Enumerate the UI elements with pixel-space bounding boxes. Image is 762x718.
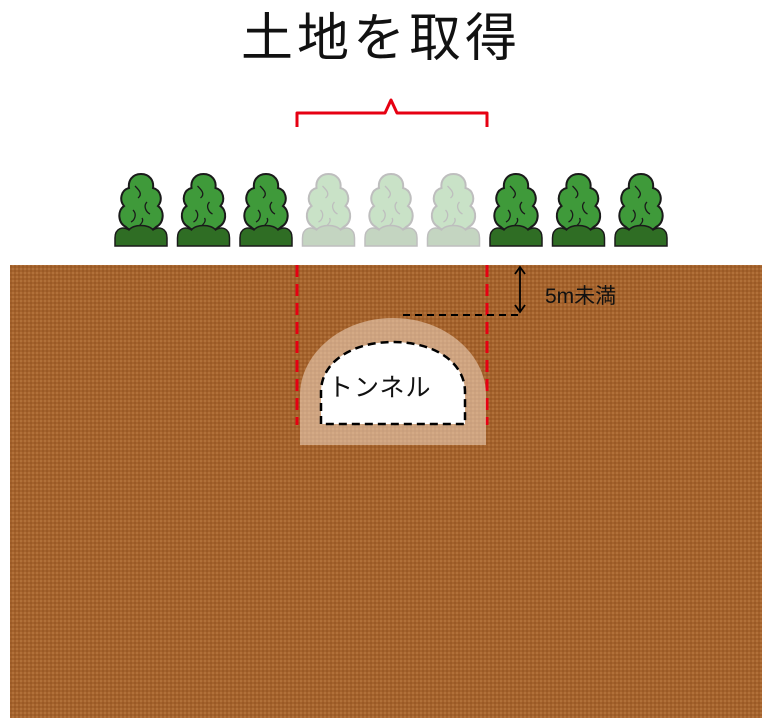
acquired-land-bracket: [295, 98, 489, 127]
tunnel-label: トンネル: [328, 373, 432, 402]
tree: [239, 173, 293, 247]
tree: [114, 173, 168, 247]
tunnel-opening: [319, 340, 467, 426]
tree-faded: [426, 173, 481, 247]
depth-label: 5m未満: [545, 285, 617, 308]
tree: [614, 173, 668, 247]
tree: [551, 173, 606, 247]
tree-faded: [301, 173, 356, 247]
tree: [176, 173, 231, 247]
diagram-title: 土地を取得: [240, 9, 521, 69]
tree-row: [114, 173, 668, 247]
tree: [489, 173, 543, 247]
tree-faded: [364, 173, 418, 247]
depth-arrow: [514, 265, 526, 314]
